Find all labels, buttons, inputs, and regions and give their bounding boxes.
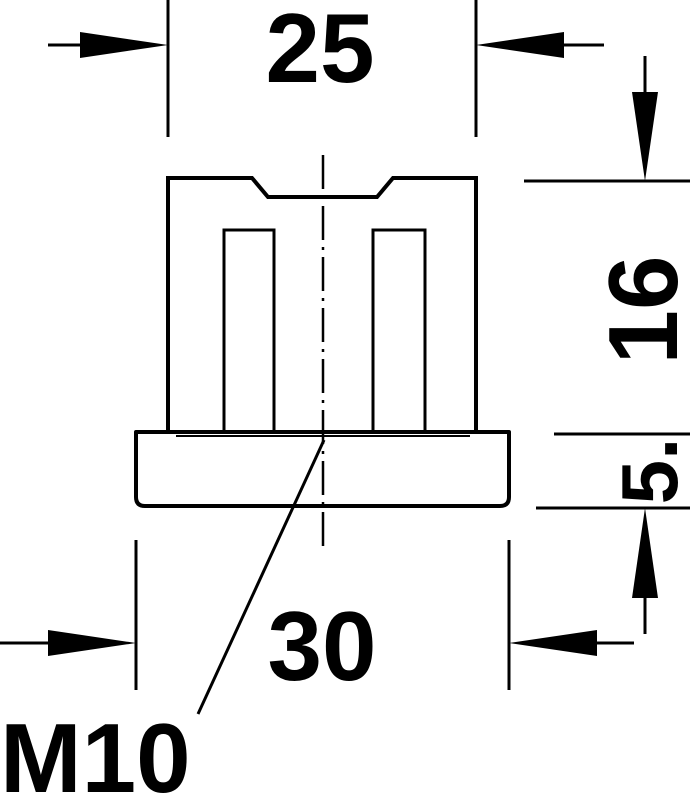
dimension-top-width: 25 (48, 0, 604, 137)
left-slot (222, 228, 276, 432)
dimension-height: 16 5. (524, 56, 690, 634)
right-slot (371, 228, 427, 432)
dimension-label-top-width: 25 (265, 0, 374, 103)
dimension-label-base-height: 5. (605, 438, 690, 505)
thread-callout: M10 (0, 439, 326, 800)
arrow-top-right (476, 32, 564, 58)
dimension-label-height: 16 (588, 255, 690, 364)
arrow-bottom-left (48, 630, 136, 656)
thread-leader-line (196, 439, 326, 715)
arrow-right-up (632, 508, 658, 598)
thread-label: M10 (0, 703, 191, 800)
arrow-bottom-right (509, 630, 597, 656)
arrow-top-left (80, 32, 168, 58)
base-flange-outline (134, 430, 511, 508)
dimension-bottom-width: 30 (0, 540, 634, 701)
dimension-label-bottom-width: 30 (267, 591, 376, 701)
arrow-right-down (632, 92, 658, 181)
